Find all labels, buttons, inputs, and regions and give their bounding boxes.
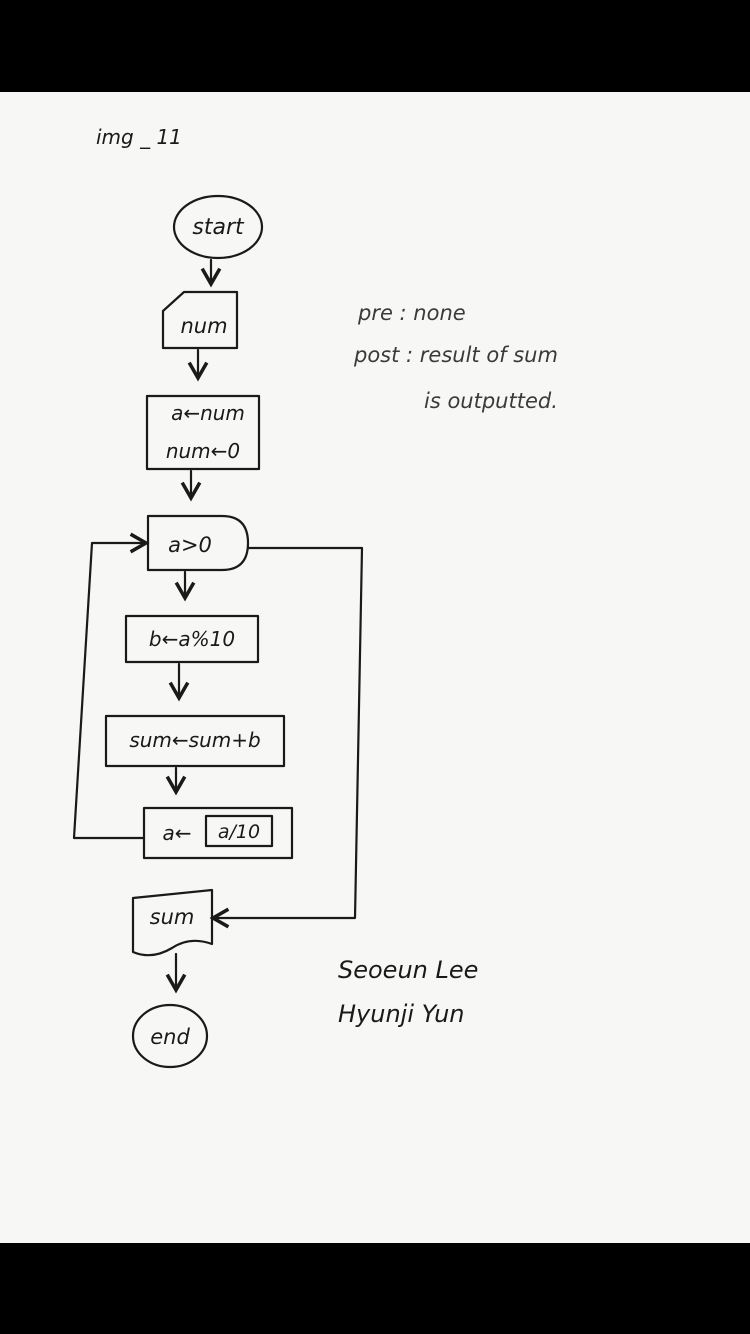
divide-label-right: a/10 bbox=[218, 821, 260, 843]
note-post-line2: is outputted. bbox=[424, 389, 558, 413]
start-label: start bbox=[192, 215, 245, 240]
note-post-line1: post : result of sum bbox=[353, 343, 558, 367]
output-sum-label: sum bbox=[150, 905, 195, 929]
page-label: img _ 11 bbox=[96, 125, 182, 149]
note-pre: pre : none bbox=[357, 301, 466, 325]
digit-process-label: b←a%10 bbox=[149, 627, 235, 651]
divide-label-left: a← bbox=[162, 821, 191, 845]
output-sum-shape bbox=[131, 888, 214, 957]
paper-sheet bbox=[0, 92, 750, 1243]
arrow-condition-false bbox=[209, 546, 364, 929]
sum-process-label: sum←sum+b bbox=[129, 728, 260, 752]
arrow-loop-back bbox=[72, 532, 150, 840]
divide-process-box bbox=[142, 806, 294, 860]
end-terminal bbox=[131, 1003, 209, 1069]
author-1: Seoeun Lee bbox=[338, 956, 478, 984]
top-black-bar bbox=[0, 0, 750, 92]
init-line-2: num←0 bbox=[166, 439, 240, 463]
input-num-shape bbox=[161, 290, 239, 350]
sum-process-box bbox=[104, 714, 286, 768]
condition-shape bbox=[146, 514, 250, 572]
divide-inner-box bbox=[204, 814, 274, 848]
end-label: end bbox=[150, 1025, 190, 1049]
start-terminal bbox=[172, 194, 264, 260]
init-line-1: a←num bbox=[171, 401, 245, 425]
init-process-box bbox=[145, 394, 261, 471]
author-2: Hyunji Yun bbox=[338, 1000, 465, 1028]
digit-process-box bbox=[124, 614, 260, 664]
condition-label: a>0 bbox=[168, 533, 212, 557]
bottom-black-bar bbox=[0, 1243, 750, 1334]
input-num-label: num bbox=[180, 314, 227, 338]
